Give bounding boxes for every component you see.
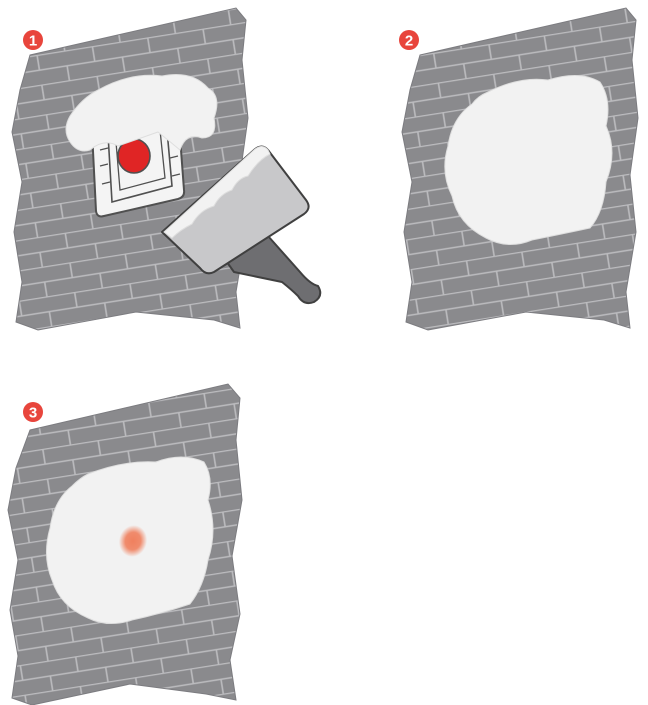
- step-3-number: 3: [29, 405, 37, 422]
- plaster-patch-2: [444, 75, 613, 245]
- step-3-badge: [23, 402, 43, 422]
- plaster-on-blade: [163, 146, 271, 239]
- step-1-panel: 1: [11, 7, 322, 331]
- step-1-badge: [23, 30, 43, 50]
- step-2-panel: 2: [399, 7, 639, 331]
- spatula: [161, 145, 322, 305]
- plaster-top-layer: [65, 74, 218, 152]
- step-2-number: 2: [405, 33, 413, 50]
- spatula-handle: [223, 235, 322, 305]
- switch-location-marker: [118, 525, 148, 557]
- step-3-panel: 3: [7, 383, 243, 705]
- step-2-badge: [399, 30, 419, 50]
- step-1-number: 1: [29, 33, 37, 50]
